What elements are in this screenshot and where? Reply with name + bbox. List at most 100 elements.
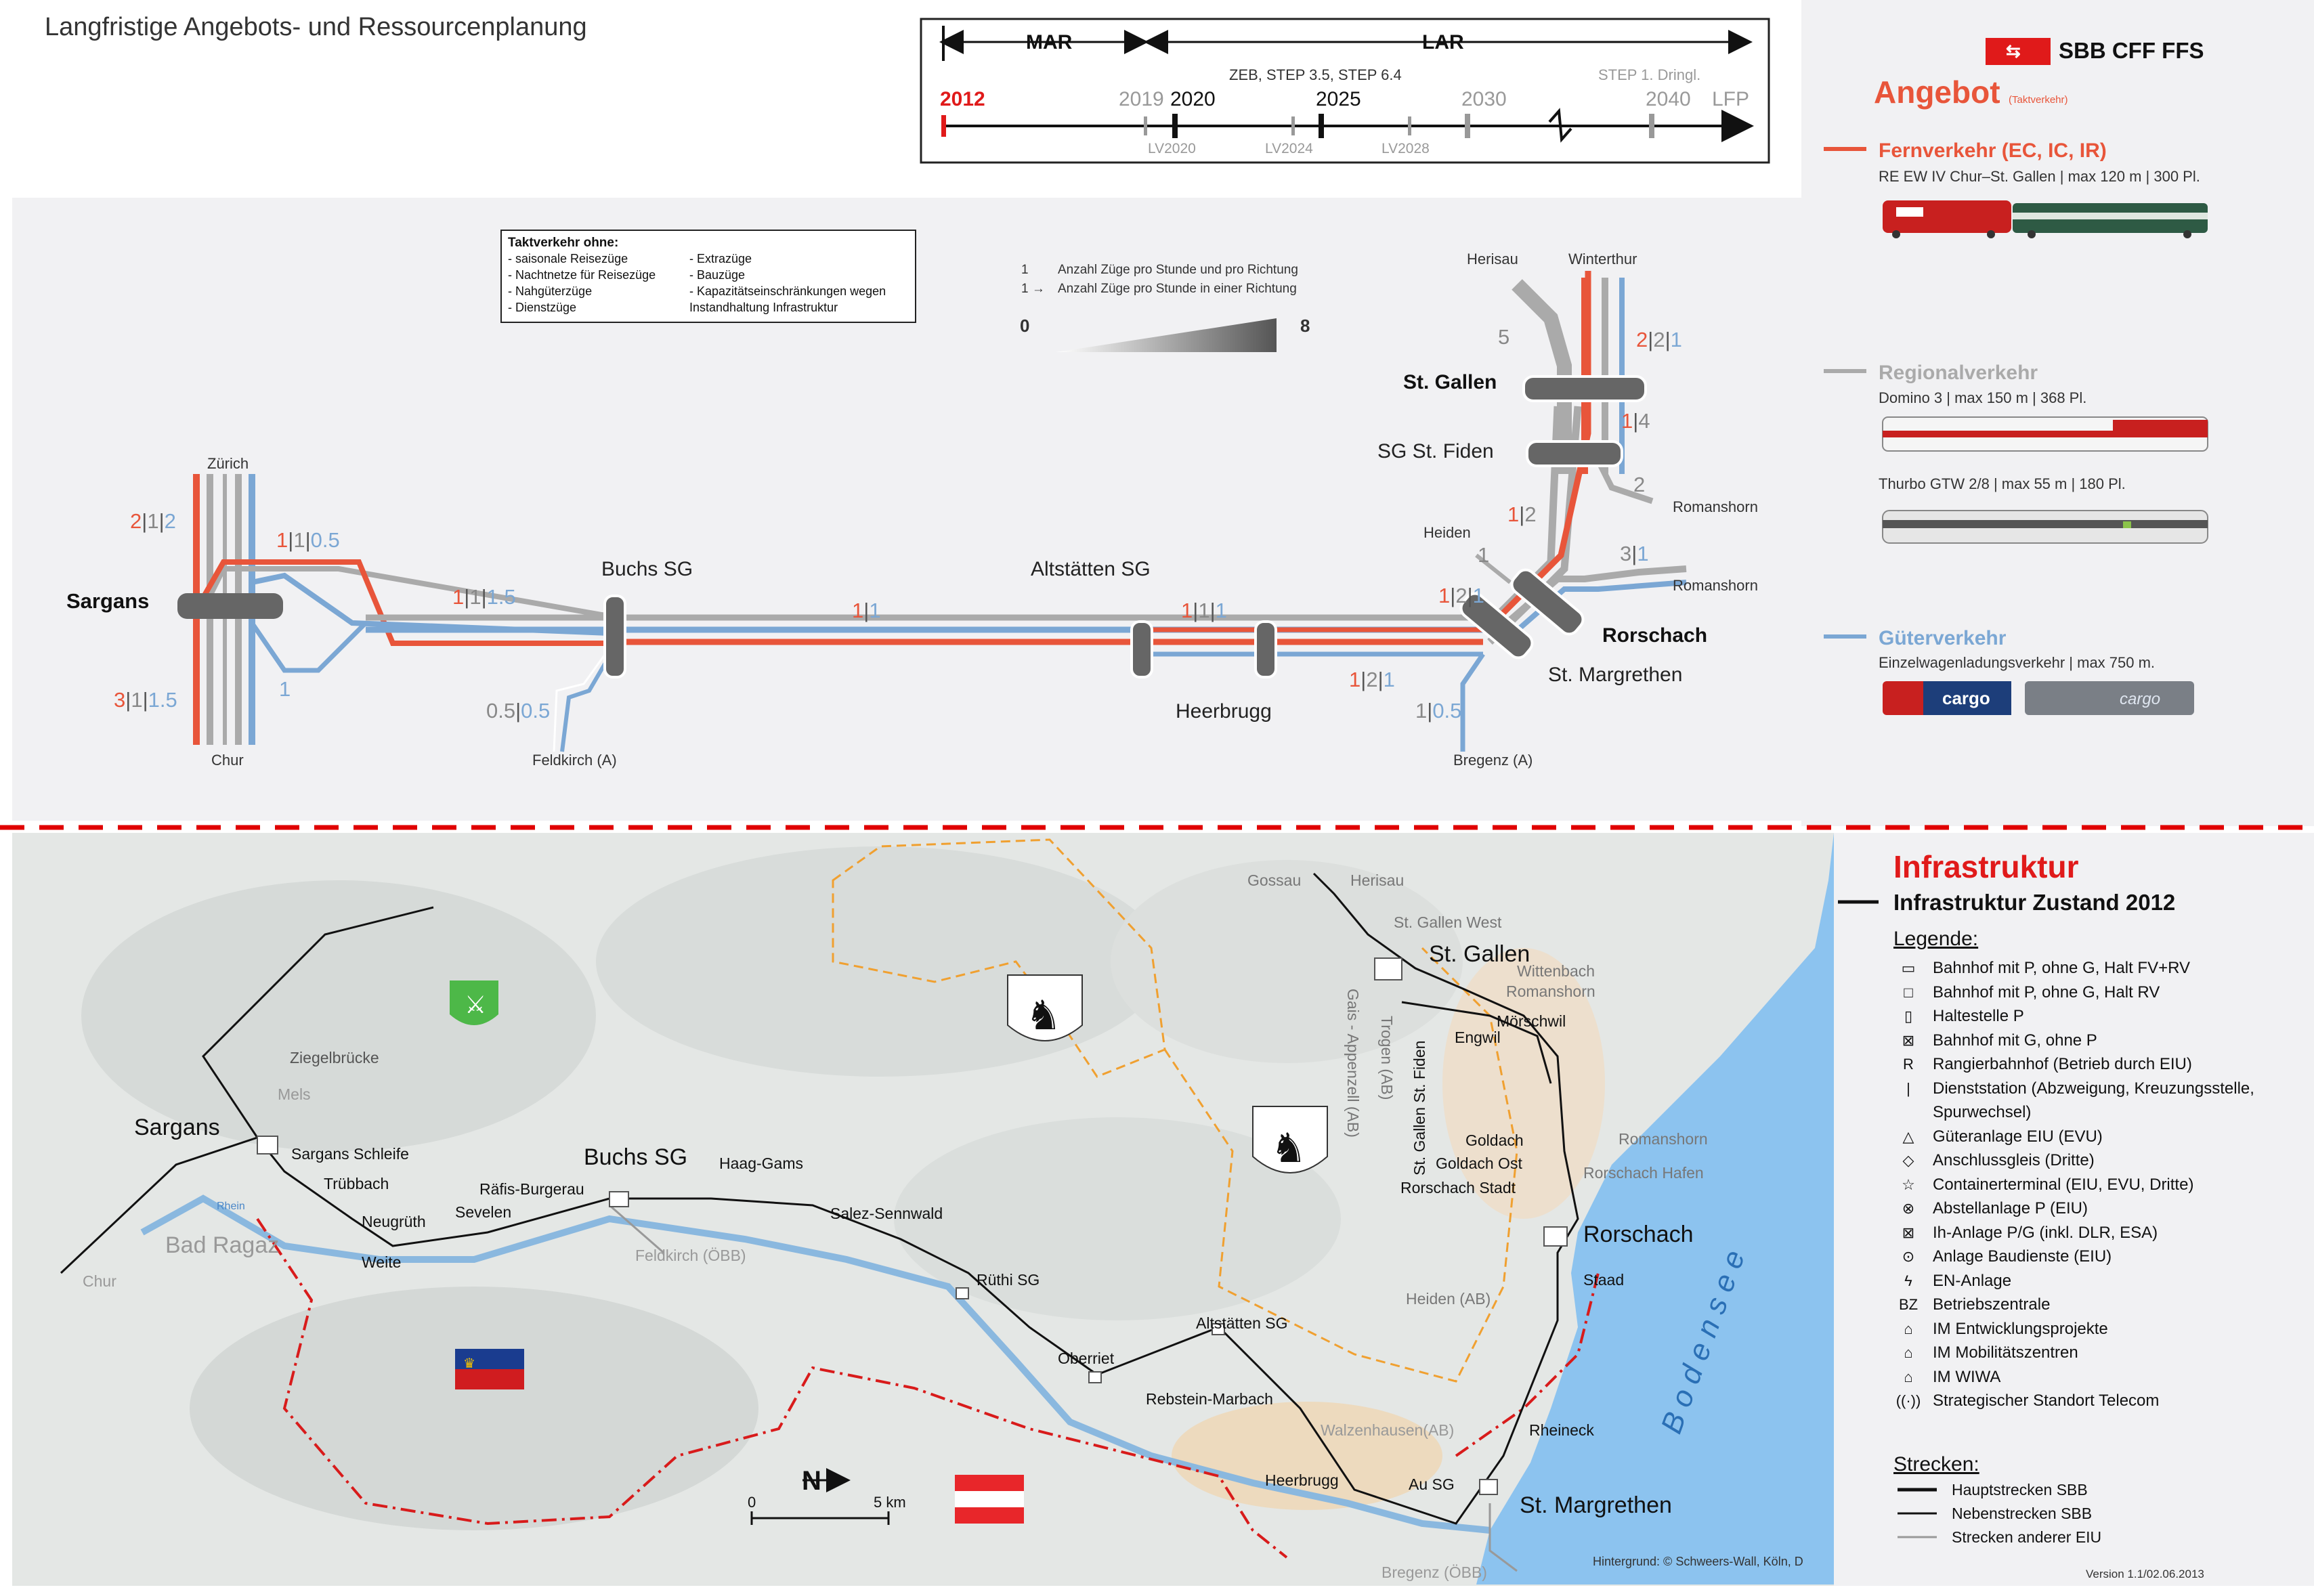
domino-train-icon	[1882, 416, 2208, 452]
map-label-ziegelbruecke: Ziegelbrücke	[290, 1049, 379, 1066]
legend-label: Haltestelle P	[1933, 1007, 2024, 1025]
station-pill-heerbrugg	[1254, 620, 1277, 678]
lake-bodensee	[1476, 833, 1834, 1584]
key-line2: Anzahl Züge pro Stunde in einer Richtung	[1058, 282, 1297, 296]
river-rhein	[140, 1194, 1491, 1534]
page-title: Langfristige Angebots- und Ressourcenpla…	[45, 13, 587, 41]
takt-item: - Bauzüge	[689, 268, 745, 282]
legend-item: ⌂ IM Mobilitätszentren	[1896, 1343, 2078, 1362]
legend-symbol-icon: ⌂	[1904, 1344, 1913, 1361]
north-label: N	[802, 1466, 821, 1496]
legend-symbol-icon: ϟ	[1904, 1272, 1912, 1289]
map-credit: Hintergrund: © Schweers-Wall, Köln, D	[1593, 1555, 1803, 1568]
sbb-logo: ⇆ SBB CFF FFS	[1986, 38, 2204, 65]
legend-symbol-icon: |	[1906, 1079, 1910, 1097]
freq-heiden: 1	[1478, 543, 1489, 567]
rail-bregenz	[1488, 1503, 1518, 1572]
map: Rhein ⚔ ♞ ♞	[60, 833, 1834, 1584]
label-st-margrethen: St. Margrethen	[1548, 664, 1682, 686]
bear-icon: ♞	[1025, 993, 1062, 1038]
takt-box: Taktverkehr ohne: - saisonale Reisezüge …	[500, 230, 916, 323]
legend-symbol-icon: ▭	[1901, 959, 1916, 976]
legend-item: ⊗Abstellanlage P (EIU)	[1896, 1199, 2088, 1218]
legend-label: Spurwechsel)	[1933, 1103, 2032, 1121]
scale-zero: 0	[748, 1494, 756, 1511]
map-label-gossau: Gossau	[1247, 871, 1301, 889]
legend-symbol-icon: □	[1904, 983, 1913, 1001]
infra-title: Infrastruktur	[1893, 849, 2079, 884]
freq-romanshorn-2: 2	[1633, 473, 1645, 496]
legend-label: IM Mobilitätszentren	[1933, 1343, 2078, 1362]
map-label-walzenhausen: Walzenhausen(AB)	[1321, 1421, 1454, 1439]
legende-heading: Legende:	[1893, 928, 1978, 950]
strecken-heading: Strecken:	[1893, 1453, 1979, 1475]
station-pill-st-gallen	[1522, 375, 1647, 402]
legend-label: Rangierbahnhof (Betrieb durch EIU)	[1933, 1055, 2192, 1073]
station-pill-altstaetten	[1130, 620, 1153, 678]
version-label: Version 1.1/02.06.2013	[2086, 1568, 2204, 1580]
year-2020: 2020	[1170, 88, 1216, 110]
map-label-st-gallen: St. Gallen	[1429, 941, 1530, 967]
year-2019: 2019	[1119, 88, 1164, 110]
legend-label: IM WIWA	[1933, 1367, 2001, 1386]
map-label-romanshorn: Romanshorn	[1619, 1130, 1708, 1148]
label-sg-st-fiden: SG St. Fiden	[1377, 440, 1494, 462]
map-label-trogen: Trogen (AB)	[1378, 1016, 1396, 1100]
legend-item: ⊠Ih-Anlage P/G (inkl. DLR, ESA)	[1896, 1224, 2158, 1243]
flag-liechtenstein: ♛	[455, 1349, 524, 1389]
map-label-salez: Salez-Sennwald	[830, 1205, 943, 1222]
legend-label: EN-Anlage	[1933, 1271, 2012, 1290]
legend-item: ⊙Anlage Baudienste (EIU)	[1896, 1247, 2112, 1266]
map-label-sg-st-fiden: St. Gallen St. Fiden	[1411, 1041, 1428, 1176]
year-2040: 2040	[1646, 88, 1691, 110]
map-label-raefis: Räfis-Burgerau	[479, 1180, 584, 1198]
rail-main	[60, 872, 1579, 1525]
legend-symbol-icon: BZ	[1898, 1296, 1919, 1313]
legend-label: Abstellanlage P (EIU)	[1933, 1199, 2088, 1217]
station-pill-rorschach	[1510, 568, 1585, 636]
label-sargans: Sargans	[66, 589, 149, 613]
map-label-rorschach-stadt: Rorschach Stadt	[1400, 1179, 1516, 1196]
end-heiden: Heiden	[1423, 524, 1471, 541]
canton-border-appenzell	[832, 838, 1166, 1078]
map-label-neugrueth: Neugrüth	[362, 1213, 426, 1230]
year-2030: 2030	[1461, 88, 1507, 110]
legend-symbol-icon: ▯	[1904, 1008, 1913, 1025]
legend-label: Containerterminal (EIU, EVU, Dritte)	[1933, 1175, 2194, 1194]
label-buchs: Buchs SG	[601, 558, 693, 580]
brand-name: SBB CFF FFS	[2059, 38, 2204, 63]
cargo-lettering-2: cargo	[2120, 690, 2160, 708]
station-pill-buchs	[603, 595, 626, 678]
strecke-haupt: Hauptstrecken SBB	[1952, 1481, 2088, 1498]
zeb-note: ZEB, STEP 3.5, STEP 6.4	[1229, 66, 1402, 83]
map-station-ruethi	[956, 1287, 969, 1299]
rail-st-gallen-rorschach	[1401, 1001, 1552, 1084]
legend-item: □Bahnhof mit P, ohne G, Halt RV	[1896, 983, 2160, 1002]
coat-of-arms-appenzell-ir: ♞	[1007, 974, 1083, 1041]
map-label-truebbach: Trübbach	[324, 1175, 389, 1192]
map-label-moerschwil: Mörschwil	[1497, 1012, 1566, 1030]
legend-label: Anlage Baudienste (EIU)	[1933, 1247, 2112, 1266]
map-label-sargans: Sargans	[134, 1115, 220, 1140]
timeline: MAR LAR 2012 2019 2020 2025 2030 2040 LF…	[920, 18, 1770, 164]
gueter-label: Güterverkehr	[1879, 627, 2007, 649]
rail-feldkirch	[609, 1204, 664, 1254]
key-line1: Anzahl Züge pro Stunde und pro Richtung	[1058, 263, 1298, 277]
map-label-rheineck: Rheineck	[1529, 1421, 1594, 1439]
legend-label: Bahnhof mit G, ohne P	[1933, 1031, 2097, 1050]
key-one-arrow: 1 →	[1021, 282, 1045, 296]
year-2025: 2025	[1316, 88, 1361, 110]
label-heerbrugg: Heerbrugg	[1176, 700, 1272, 722]
label-altstaetten: Altstätten SG	[1031, 558, 1151, 580]
lv2028: LV2028	[1381, 141, 1430, 156]
label-rorschach: Rorschach	[1602, 624, 1707, 647]
map-label-weite: Weite	[362, 1253, 401, 1271]
map-label-rebstein: Rebstein-Marbach	[1146, 1390, 1273, 1408]
legend-item: ▯ Haltestelle P	[1896, 1007, 2024, 1026]
freq-buchs-west: 1|1|1.5	[452, 585, 516, 609]
year-2012: 2012	[940, 88, 985, 110]
end-herisau: Herisau	[1467, 251, 1518, 267]
legend-label: Bahnhof mit P, ohne G, Halt FV+RV	[1933, 959, 2190, 977]
